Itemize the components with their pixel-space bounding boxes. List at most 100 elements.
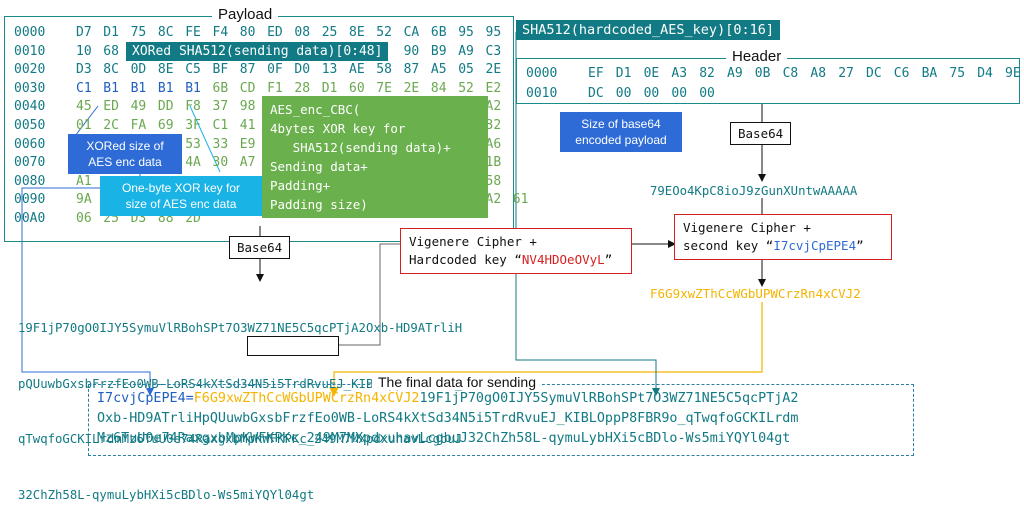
- final-line-2: Oxb-HD9ATrliHpQUuwbGxsbFrzfEo0WB-LoRS4kX…: [97, 411, 799, 426]
- payload-offset: 0030: [14, 80, 46, 96]
- payload-row: 0080 A1 58: [4, 174, 504, 192]
- header-byte: EF: [588, 66, 604, 81]
- vigenere2-line1: Vigenere Cipher +: [683, 220, 811, 235]
- payload-b64-line-2: pQUuwbGxsbFrzfEo0WB-LoRS4kXtSd34N5i5TrdR…: [18, 376, 463, 391]
- payload-byte: A1: [76, 173, 92, 189]
- payload-offset: 0020: [14, 62, 46, 78]
- base64-box-header: Base64: [730, 122, 792, 145]
- payload-byte: 01: [76, 118, 92, 133]
- payload-byte: F4: [212, 25, 229, 40]
- header-title: Header: [726, 48, 788, 65]
- header-byte: 9E: [1005, 66, 1021, 81]
- payload-byte: 49: [130, 99, 147, 115]
- payload-byte: E9: [239, 136, 256, 152]
- payload-byte: CD: [239, 80, 256, 96]
- payload-byte: 95: [485, 25, 502, 40]
- vigenere2-line2: second key “I7cvjCpEPE4”: [683, 238, 864, 253]
- payload-byte: A2: [485, 99, 502, 115]
- payload-byte: 33: [212, 136, 229, 152]
- header-byte: 00: [643, 86, 660, 101]
- payload-byte: CA: [403, 25, 420, 40]
- final-data-box: I7cvjCpEPE4=F6G9xwZThCcWGbUPWCrzRn4xCVJ2…: [88, 384, 914, 456]
- payload-byte: 0F: [267, 62, 283, 78]
- payload-byte: 52: [458, 80, 474, 96]
- payload-byte: 2E: [485, 62, 502, 78]
- payload-byte: A9: [458, 43, 474, 59]
- sha-key-label: SHA512(hardcoded_AES_key)[0:16]: [516, 20, 780, 40]
- header-byte: BA: [921, 66, 938, 81]
- payload-byte: D3: [76, 62, 92, 78]
- payload-byte: 90: [403, 43, 420, 59]
- hardcoded-key: NV4HDOeOVyL: [521, 252, 605, 267]
- payload-byte: 8E: [157, 62, 174, 78]
- header-byte: DC: [588, 86, 604, 101]
- second-key: I7cvjCpEPE4: [773, 238, 857, 253]
- final-key: I7cvjCpEPE4=: [97, 391, 194, 406]
- payload-title: Payload: [212, 6, 279, 23]
- vigenere-hardcoded-key-box: Vigenere Cipher + Hardcoded key “NV4HDOe…: [400, 228, 632, 274]
- payload-byte: B1: [157, 80, 174, 96]
- vigenere1-line2: Hardcoded key “NV4HDOeOVyL”: [409, 252, 613, 267]
- payload-byte: 1B: [485, 155, 502, 171]
- payload-byte: BF: [212, 62, 229, 78]
- payload-byte: AE: [349, 62, 365, 78]
- payload-byte: 87: [403, 62, 420, 78]
- payload-offset: 0010: [14, 43, 46, 59]
- payload-b64-line-4: 32ChZh58L-qymuLybHXi5cBDlo-Ws5miYQYl04gt: [18, 487, 315, 502]
- header-base64-string: 79EOo4KpC8ioJ9zGunXUntwAAAAA: [650, 184, 858, 198]
- xored-sha-label: XORed SHA512(sending data)[0:48]: [126, 42, 389, 61]
- payload-byte: D0: [294, 62, 311, 78]
- payload-byte: C3: [485, 43, 502, 59]
- payload-byte: DD: [157, 99, 174, 115]
- payload-byte: 53: [185, 136, 201, 152]
- header-byte: A9: [727, 66, 743, 81]
- payload-offset: 0080: [14, 173, 46, 189]
- payload-byte: 98: [239, 99, 256, 115]
- base64-box-payload: Base64: [229, 236, 291, 259]
- header-byte: 27: [838, 66, 854, 81]
- payload-offset: 0040: [14, 99, 46, 115]
- payload-byte: 4A: [185, 155, 201, 171]
- payload-byte: 7E: [376, 80, 392, 96]
- payload-byte: 80: [239, 25, 256, 40]
- payload-byte: 3F: [185, 118, 201, 133]
- payload-byte: A7: [239, 155, 256, 171]
- header-offset: 0010: [526, 86, 558, 101]
- payload-byte: E2: [485, 80, 502, 96]
- payload-offset: 0050: [14, 118, 46, 133]
- payload-b64-line-1: 19F1jP70gO0IJY5SymuVlRBohSPt7O3WZ71NE5C5…: [18, 321, 463, 335]
- xored-size-label: XORed size of AES enc data: [68, 134, 182, 174]
- aes-enc-box: AES_enc_CBC( 4bytes XOR key for SHA512(s…: [262, 96, 488, 218]
- payload-byte: B1: [130, 80, 147, 96]
- payload-byte: ED: [103, 99, 119, 115]
- payload-byte: 84: [430, 80, 447, 96]
- payload-byte: 06: [76, 211, 92, 226]
- payload-byte: 32: [485, 118, 502, 133]
- payload-byte: 13: [321, 62, 338, 78]
- xor-key-label: One-byte XOR key for size of AES enc dat…: [100, 176, 262, 216]
- payload-byte: F1: [267, 80, 283, 96]
- payload-offset: 0000: [14, 25, 46, 40]
- payload-byte: 0D: [130, 62, 147, 78]
- payload-byte: D1: [321, 80, 338, 96]
- payload-byte: 58: [485, 173, 502, 189]
- payload-byte: 25: [321, 25, 338, 40]
- payload-byte: 75: [130, 25, 147, 40]
- payload-byte: 45: [76, 99, 92, 115]
- payload-offset: 0060: [14, 136, 46, 152]
- payload-byte: 41: [239, 118, 256, 133]
- payload-byte: D7: [76, 25, 92, 40]
- vigenere1-line1: Vigenere Cipher +: [409, 234, 537, 249]
- payload-byte: 87: [239, 62, 256, 78]
- vigenere-second-key-box: Vigenere Cipher + second key “I7cvjCpEPE…: [674, 214, 892, 260]
- payload-byte: 52: [376, 25, 392, 40]
- payload-byte: A5: [430, 62, 447, 78]
- header-offset: 0000: [526, 66, 558, 81]
- connector-lines: [21, 32, 766, 397]
- payload-byte: 6B: [212, 80, 229, 96]
- payload-byte: 8E: [349, 25, 365, 40]
- header-byte: C8: [782, 66, 799, 81]
